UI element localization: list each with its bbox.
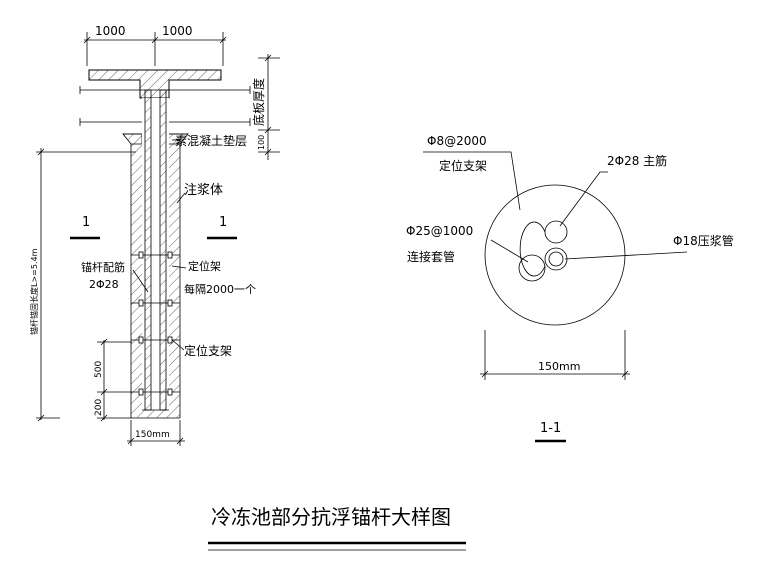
- dim-500: 500: [94, 361, 104, 378]
- cross-section-view: Φ8@2000 定位支架 2Φ28 主筋 Φ25@1000 连接套管 Φ18压浆…: [406, 134, 734, 443]
- grout-pipe-inner: [548, 251, 564, 267]
- sleeve-spec: Φ25@1000: [406, 224, 473, 238]
- section-tag: 1-1: [535, 421, 566, 443]
- grout-pipe-label: Φ18压浆管: [673, 233, 734, 248]
- dim-150mm-right: 150mm: [538, 360, 580, 373]
- bracket-spec: Φ8@2000: [427, 134, 487, 148]
- anchorage-length-label: 锚杆锚固长度L>=5.4m: [29, 248, 39, 335]
- dim-1000-left: 1000: [95, 24, 126, 38]
- dim-100: 100: [257, 135, 266, 150]
- rebar-cap: [88, 69, 222, 99]
- locator-frame: [131, 299, 180, 307]
- anchorage-length-dimension: 锚杆锚固长度L>=5.4m: [29, 148, 136, 422]
- dim-150mm-left: 150mm: [135, 430, 170, 440]
- locator-callout: 定位架 每隔2000一个: [171, 259, 256, 296]
- locator-frame: [131, 251, 180, 259]
- diameter-dimension: 150mm: [480, 330, 630, 380]
- cut-label-right: 1: [219, 215, 227, 230]
- grout-callout: 注浆体: [176, 183, 223, 204]
- section-tag-label: 1-1: [540, 421, 561, 436]
- bottom-dimensions: 500 200: [94, 338, 132, 422]
- section-cut-right: 1: [207, 215, 237, 240]
- locator-bracket-callout: 定位支架: [171, 339, 232, 358]
- dim-1000-right: 1000: [162, 24, 193, 38]
- grout-pipe-outer: [544, 247, 568, 271]
- locator-bracket-label: 定位支架: [184, 343, 232, 358]
- slab-thickness-label: 底板厚度: [251, 78, 266, 126]
- bracket-arc: [519, 221, 546, 277]
- dim-200: 200: [94, 399, 104, 416]
- cut-label-left: 1: [82, 215, 90, 230]
- anchor-shaft: [130, 89, 181, 419]
- rebar-callout: 锚杆配筋 2Φ28: [81, 260, 149, 293]
- top-dimension: 1000 1000: [83, 24, 227, 66]
- slab-thickness-dimension: 底板厚度 100: [251, 54, 280, 160]
- drawing-title: 冷冻池部分抗浮锚杆大样图: [211, 505, 451, 529]
- locator-label: 定位架: [188, 259, 221, 273]
- anchor-section-view: 1000 1000 底板厚度 100: [29, 24, 280, 446]
- outer-borehole: [484, 184, 626, 326]
- drawing-title-block: 冷冻池部分抗浮锚杆大样图: [208, 505, 466, 551]
- rebar-label: 锚杆配筋: [81, 260, 125, 274]
- main-bar-top: [544, 220, 568, 244]
- rebar-spec: 2Φ28: [89, 278, 119, 291]
- sleeve-label: 连接套管: [407, 249, 455, 264]
- sleeve-circle: [518, 254, 546, 282]
- locator-frame: [131, 388, 180, 396]
- shaft-width-dimension: 150mm: [127, 420, 185, 446]
- cushion-label: 素混凝土垫层: [175, 133, 247, 148]
- locator-interval-label: 每隔2000一个: [184, 282, 256, 296]
- bracket-label: 定位支架: [439, 158, 487, 173]
- main-bar-label: 2Φ28 主筋: [607, 153, 667, 168]
- grout-label: 注浆体: [184, 183, 223, 198]
- section-cut-left: 1: [70, 215, 100, 240]
